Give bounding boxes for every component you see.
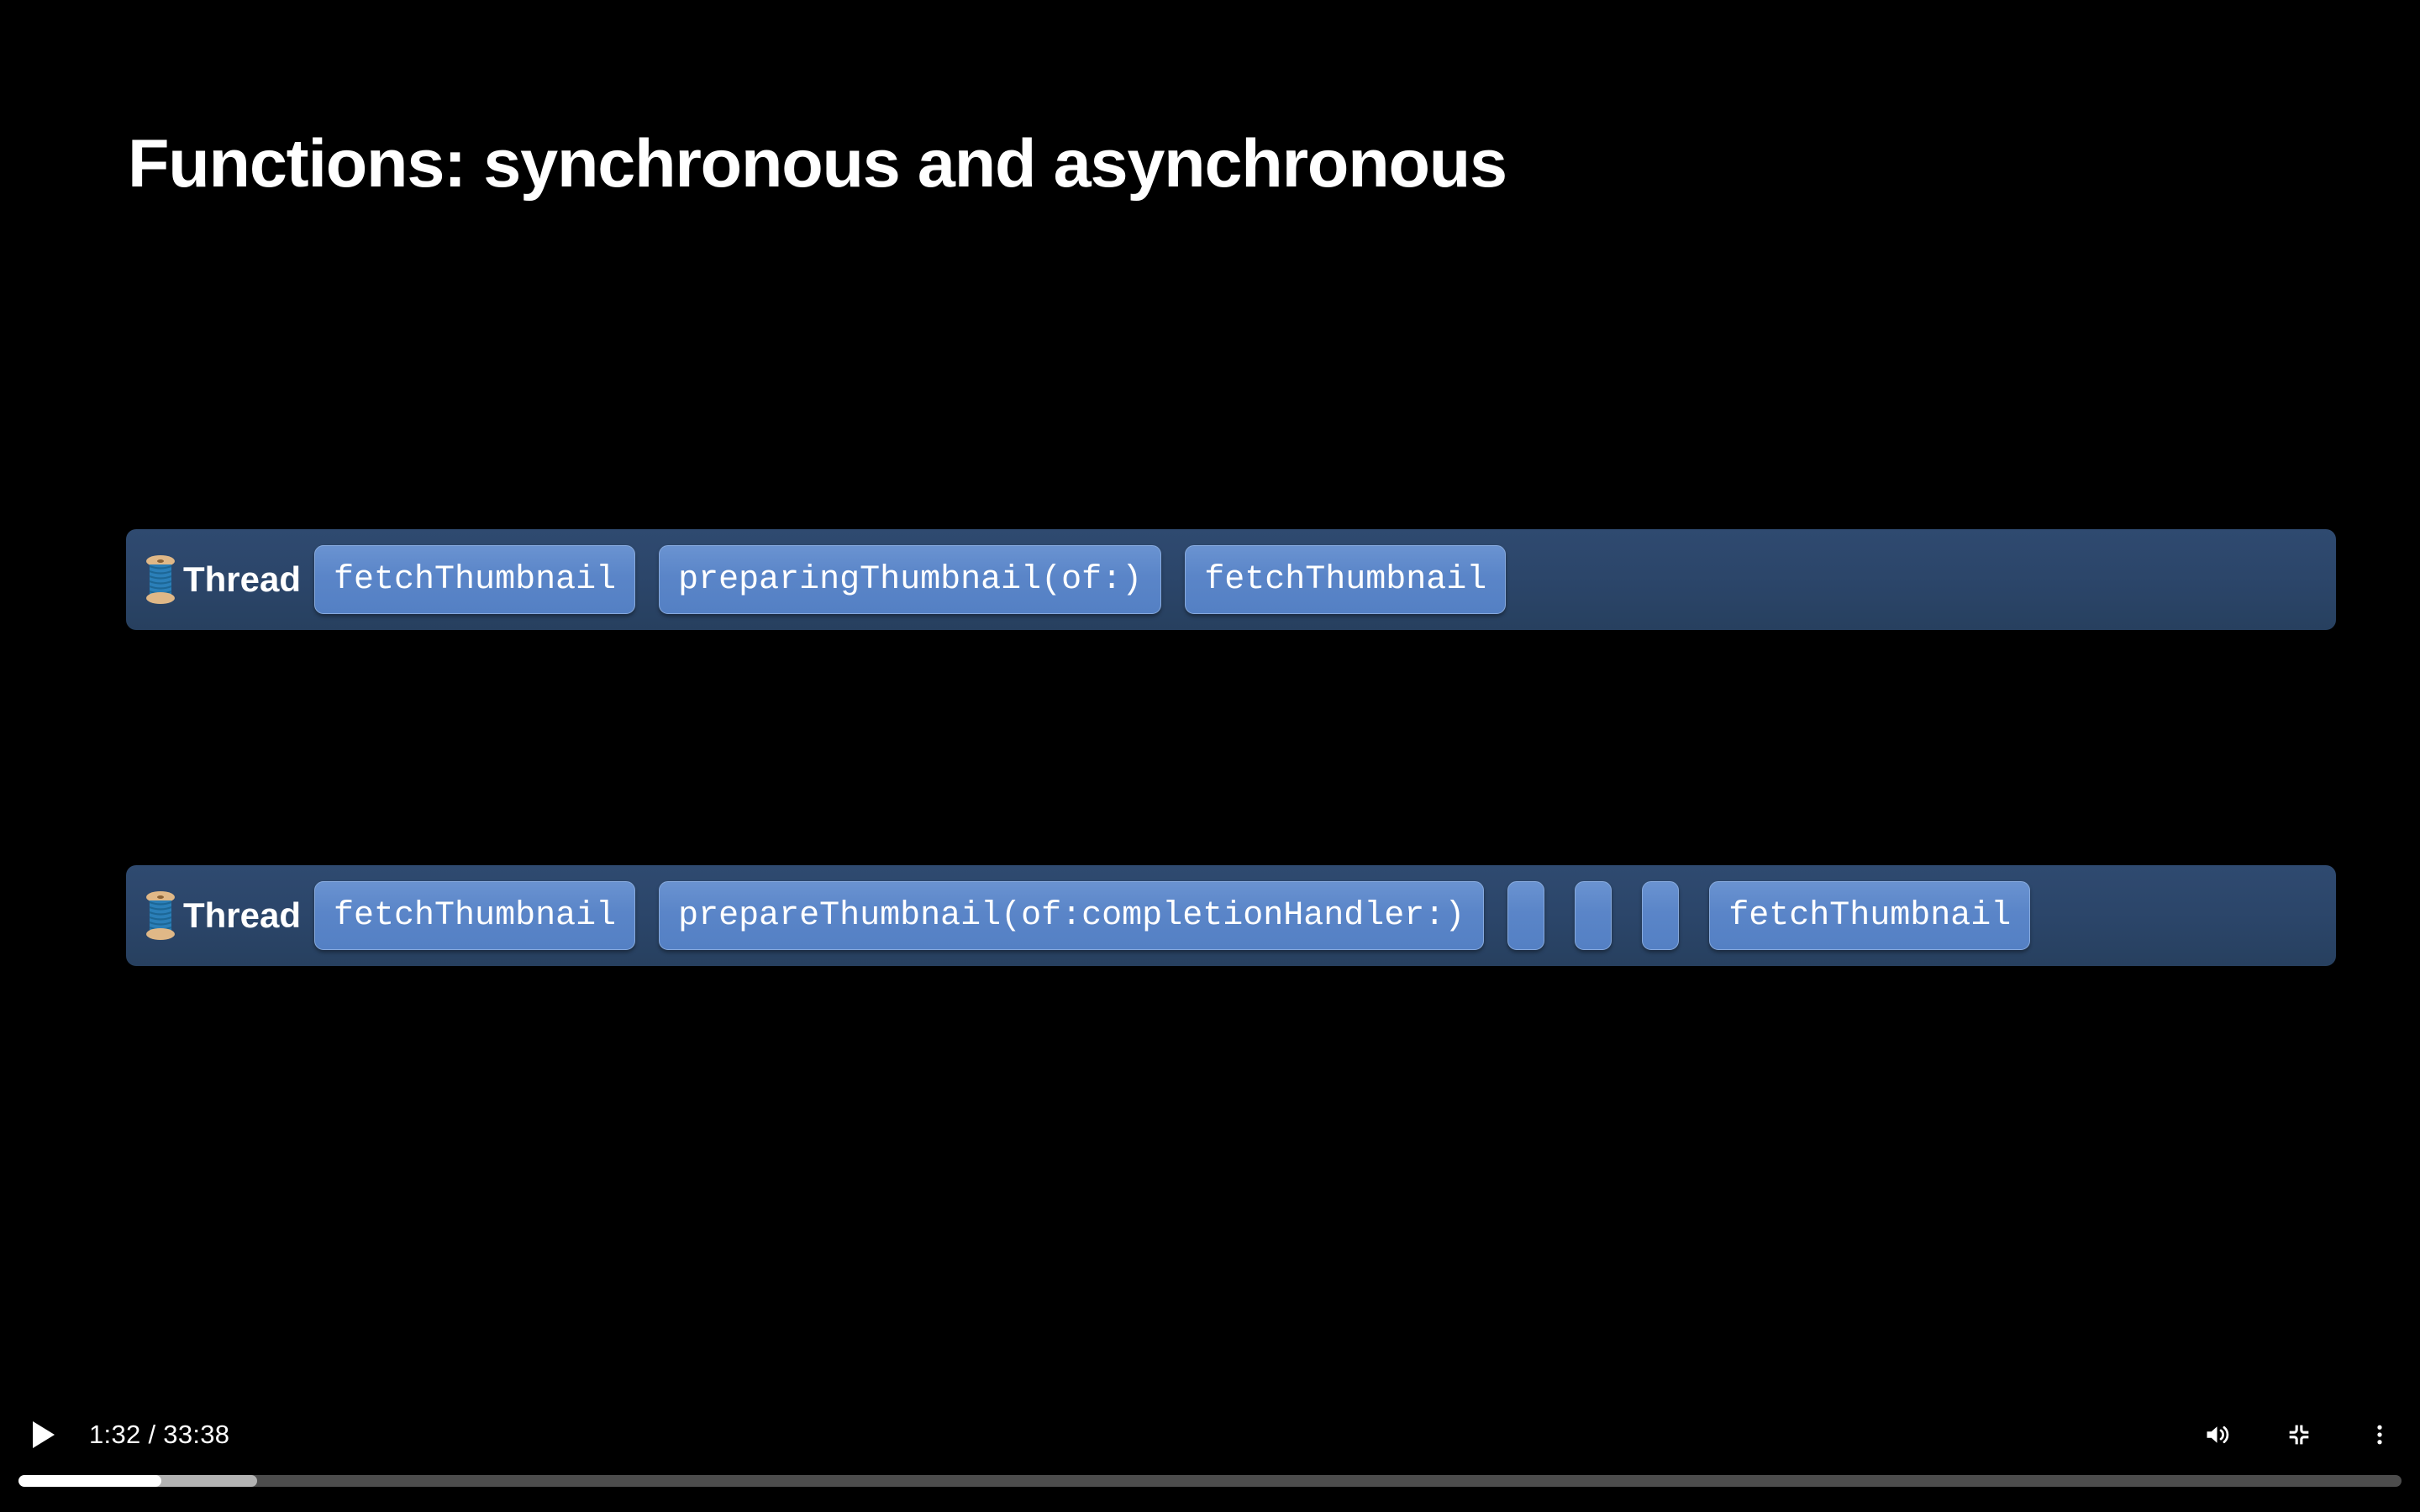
- exit-fullscreen-icon: [2289, 1425, 2309, 1445]
- play-icon: [33, 1421, 55, 1448]
- volume-icon: [2207, 1425, 2229, 1444]
- function-block[interactable]: fetchThumbnail: [314, 881, 636, 950]
- play-button[interactable]: [17, 1410, 67, 1460]
- progress-bar[interactable]: [18, 1475, 2402, 1487]
- function-block[interactable]: prepareThumbnail(of:completionHandler:): [659, 881, 1485, 950]
- function-block[interactable]: preparingThumbnail(of:): [659, 545, 1162, 614]
- function-block[interactable]: fetchThumbnail: [314, 545, 636, 614]
- function-block-label: prepareThumbnail(of:completionHandler:): [678, 896, 1465, 935]
- more-options-button[interactable]: [2354, 1410, 2405, 1460]
- thread-spool-icon: [141, 554, 180, 606]
- function-block-label: fetchThumbnail: [1728, 896, 2012, 935]
- function-block-empty[interactable]: [1575, 881, 1612, 950]
- thread-timeline-row: Thread fetchThumbnail preparingThumbnail…: [126, 529, 2336, 630]
- player-left-controls: 1:32 / 33:38: [17, 1410, 229, 1460]
- thread-label-group: Thread: [141, 554, 301, 606]
- thread-label-group: Thread: [141, 890, 301, 942]
- progress-played: [18, 1475, 162, 1487]
- player-right-controls: [2193, 1410, 2405, 1460]
- thread-label: Thread: [183, 895, 302, 935]
- function-block-label: preparingThumbnail(of:): [678, 560, 1143, 599]
- function-block-label: fetchThumbnail: [334, 896, 617, 935]
- thread-label: Thread: [183, 559, 302, 599]
- function-block-label: fetchThumbnail: [334, 560, 617, 599]
- page-title: Functions: synchronous and asynchronous: [128, 126, 1507, 202]
- volume-button[interactable]: [2193, 1410, 2244, 1460]
- thread-timeline-row: Thread fetchThumbnail prepareThumbnail(o…: [126, 865, 2336, 966]
- video-player-controls: 1:32 / 33:38: [0, 1394, 2420, 1512]
- thread-spool-icon: [141, 890, 180, 942]
- exit-fullscreen-button[interactable]: [2274, 1410, 2324, 1460]
- function-block-empty[interactable]: [1507, 881, 1545, 950]
- function-block[interactable]: fetchThumbnail: [1709, 881, 2031, 950]
- function-block[interactable]: fetchThumbnail: [1185, 545, 1507, 614]
- function-block-label: fetchThumbnail: [1204, 560, 1487, 599]
- time-display: 1:32 / 33:38: [89, 1420, 230, 1449]
- function-block-empty[interactable]: [1642, 881, 1680, 950]
- more-options-icon: [2377, 1425, 2382, 1445]
